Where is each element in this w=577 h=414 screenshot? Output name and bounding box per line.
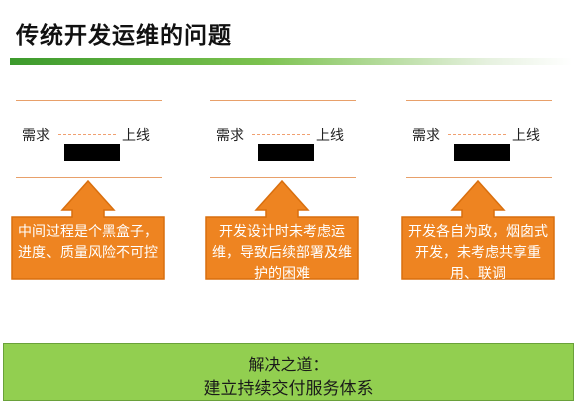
process-dotted-line [448, 134, 506, 135]
online-label: 上线 [512, 128, 540, 144]
callout-text: 中间过程是个黑盒子，进度、质量风险不可控 [18, 224, 158, 261]
bottom-rule-line [210, 177, 356, 178]
solution-box: 解决之道： 建立持续交付服务体系 [3, 343, 574, 401]
top-rule-line [406, 100, 552, 101]
online-label: 上线 [316, 128, 344, 144]
callout-text: 开发各自为政，烟囱式开发，未考虑共享重用、联调 [408, 224, 548, 282]
callout-box: 开发设计时未考虑运维，导致后续部署及维护的困难 [204, 180, 362, 282]
page-title: 传统开发运维的问题 [16, 23, 232, 49]
solution-text: 建立持续交付服务体系 [203, 379, 374, 399]
problem-panel-3: 需求 上线 开发各自为政，烟囱式开发，未考虑共享重用、联调 [400, 100, 560, 290]
bottom-rule-line [16, 177, 162, 178]
black-box [454, 144, 510, 161]
bottom-rule-line [406, 177, 552, 178]
black-box [64, 144, 120, 161]
problem-panel-1: 需求 上线 中间过程是个黑盒子，进度、质量风险不可控 [10, 100, 170, 290]
solution-heading: 解决之道： [248, 355, 329, 374]
black-box [258, 144, 314, 161]
problem-panel-2: 需求 上线 开发设计时未考虑运维，导致后续部署及维护的困难 [204, 100, 364, 290]
callout-box: 开发各自为政，烟囱式开发，未考虑共享重用、联调 [400, 180, 558, 282]
process-dotted-line [58, 134, 116, 135]
online-label: 上线 [122, 128, 150, 144]
title-underline-bar [10, 58, 572, 65]
top-rule-line [210, 100, 356, 101]
need-label: 需求 [22, 128, 50, 144]
up-arrow-callout-shape [401, 180, 555, 280]
need-label: 需求 [412, 128, 440, 144]
callout-text: 开发设计时未考虑运维，导致后续部署及维护的困难 [212, 224, 352, 282]
callout-box: 中间过程是个黑盒子，进度、质量风险不可控 [10, 180, 168, 282]
need-label: 需求 [216, 128, 244, 144]
process-dotted-line [252, 134, 310, 135]
top-rule-line [16, 100, 162, 101]
up-arrow-callout-shape [205, 180, 359, 280]
up-arrow-callout-shape [11, 180, 165, 280]
